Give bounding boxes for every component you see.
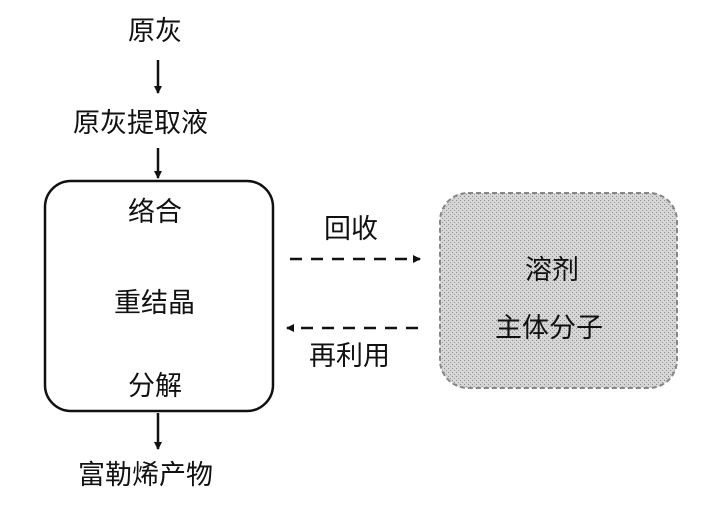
solvent-host-box [440, 193, 677, 388]
extract-label: 原灰提取液 [73, 110, 208, 137]
step-recrystallization: 重结晶 [114, 290, 195, 317]
step-decomposition: 分解 [128, 373, 182, 400]
step-complexation: 络合 [128, 199, 182, 226]
raw-soot-label: 原灰 [128, 18, 182, 45]
recycle-label: 回收 [324, 216, 378, 243]
reuse-label: 再利用 [309, 343, 390, 370]
product-label: 富勒烯产物 [78, 462, 213, 489]
host-molecule-label: 主体分子 [495, 315, 603, 342]
solvent-label: 溶剂 [525, 257, 579, 284]
